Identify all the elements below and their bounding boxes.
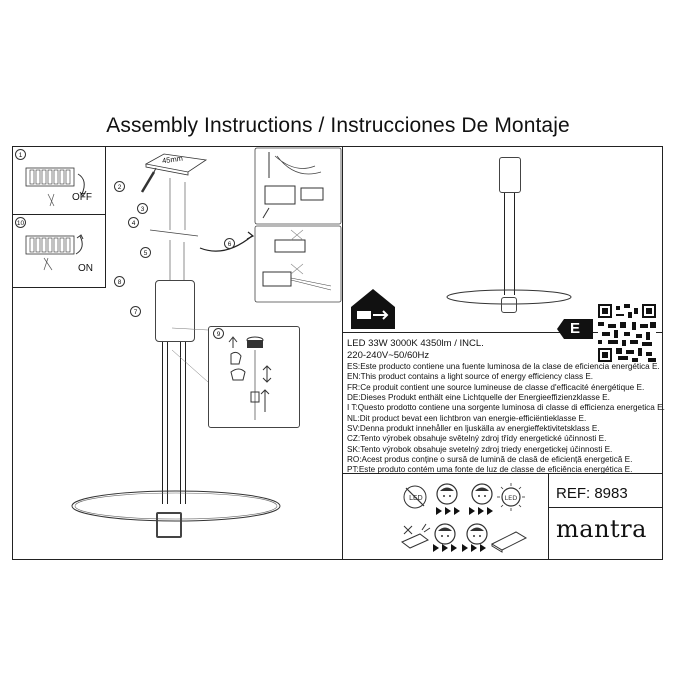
- divider-left-panel-bottom: [12, 287, 106, 288]
- qr-code: [598, 304, 656, 362]
- step-9-detail-panel: [208, 326, 300, 428]
- spec-line-1: LED 33W 3000K 4350lm / INCL.: [347, 338, 484, 349]
- no-led-replacement-icon: LED: [403, 485, 427, 509]
- finished-lamp-rod-right: [514, 193, 515, 295]
- energy-line-de: DE:Dieses Produkt enthält eine Lichtquel…: [347, 393, 610, 403]
- arrow-right-icon-2: [469, 507, 493, 515]
- step-1-marker: 1: [15, 149, 26, 160]
- led-icon-text: LED: [505, 494, 518, 502]
- energy-line-es: ES:Este producto contiene una fuente lum…: [347, 362, 660, 371]
- divider-right-lower: [342, 473, 663, 474]
- no-driver-replacement-icon: [401, 523, 431, 549]
- step-6-marker: 6: [224, 238, 235, 249]
- indoor-use-icon: [351, 289, 395, 329]
- divider-right-upper: [342, 332, 663, 333]
- switch-off-label: OFF: [72, 192, 92, 203]
- lamp-rod-right: [180, 342, 181, 504]
- svg-text:LED: LED: [409, 494, 423, 502]
- energy-line-pt: PT:Este produto contém uma fonte de luz …: [347, 465, 633, 475]
- ceiling-plate-illustration: [144, 153, 208, 176]
- wiring-detail-illustration: [254, 147, 342, 303]
- arrow-right-icon: [436, 507, 460, 515]
- energy-class-letter: E: [570, 320, 581, 337]
- spec-line-2: 220-240V~50/60Hz: [347, 350, 430, 361]
- technician-icon-4: [466, 523, 488, 545]
- lamp-rod-right-2: [185, 342, 186, 504]
- step-10-marker: 10: [15, 217, 26, 228]
- lamp-rod-left-2: [167, 342, 168, 504]
- energy-label-block: LED 33W 3000K 4350lm / INCL. 220-240V~50…: [347, 338, 665, 476]
- finished-lamp-canopy: [499, 157, 521, 193]
- led-driver-icon: [490, 531, 528, 553]
- led-bulb-icon: LED: [497, 483, 525, 511]
- energy-line-fr: FR:Ce produit contient une source lumine…: [347, 382, 645, 392]
- lamp-ring: [71, 490, 281, 522]
- energy-line-ro: RO:Acest produs conține o sursă de lumin…: [347, 455, 633, 465]
- energy-class-badge: [557, 319, 593, 339]
- technician-icon-3: [434, 523, 456, 545]
- brand-logo: mantra: [556, 515, 647, 543]
- lamp-canopy: [155, 280, 195, 342]
- arrow-right-icon-3: [433, 544, 457, 552]
- breaker-off-illustration: [25, 167, 87, 207]
- screwdriver-icon: [140, 167, 157, 193]
- reference-number: REF: 8983: [556, 485, 628, 502]
- divider-ref: [548, 473, 549, 560]
- energy-line-sk: SK:Tento výrobok obsahuje svetelný zdroj…: [347, 444, 613, 454]
- assembly-cables: [149, 178, 255, 280]
- finished-lamp-hub: [501, 297, 517, 313]
- instruction-frame: [12, 146, 663, 560]
- step-5-marker: 5: [140, 247, 151, 258]
- lamp-hub: [156, 512, 182, 538]
- energy-line-sv: SV:Denna produkt innehåller en ljuskälla…: [347, 424, 600, 434]
- lamp-rod-left: [162, 342, 163, 504]
- finished-lamp-rod-left: [504, 193, 505, 295]
- technician-icon: [436, 483, 458, 505]
- technician-icon-2: [471, 483, 493, 505]
- breaker-on-illustration: [25, 234, 84, 271]
- energy-line-en: EN:This product contains a light source …: [347, 372, 594, 382]
- step-8-marker: 8: [114, 276, 125, 287]
- divider-left-panel-mid: [12, 214, 106, 215]
- energy-line-it: I T:Questo prodotto contiene una sorgent…: [347, 403, 665, 413]
- step-9-marker: 9: [213, 328, 224, 339]
- divider-ref-mid: [548, 507, 663, 508]
- step-7-marker: 7: [130, 306, 141, 317]
- page-title: Assembly Instructions / Instrucciones De…: [106, 114, 570, 137]
- step-9-detail-illustration: [228, 336, 272, 420]
- switch-on-label: ON: [78, 263, 93, 274]
- step-4-marker: 4: [128, 217, 139, 228]
- detail-leader-lines: [171, 327, 209, 383]
- divider-center: [342, 146, 343, 560]
- divider-left-panel: [105, 146, 106, 287]
- step-2-marker: 2: [114, 181, 125, 192]
- energy-line-cz: CZ:Tento výrobek obsahuje světelný zdroj…: [347, 434, 607, 444]
- step-3-marker: 3: [137, 203, 148, 214]
- energy-line-nl: NL:Dit product bevat een lichtbron van e…: [347, 413, 587, 423]
- finished-lamp-ring: [446, 289, 572, 305]
- arrow-right-icon-4: [462, 544, 486, 552]
